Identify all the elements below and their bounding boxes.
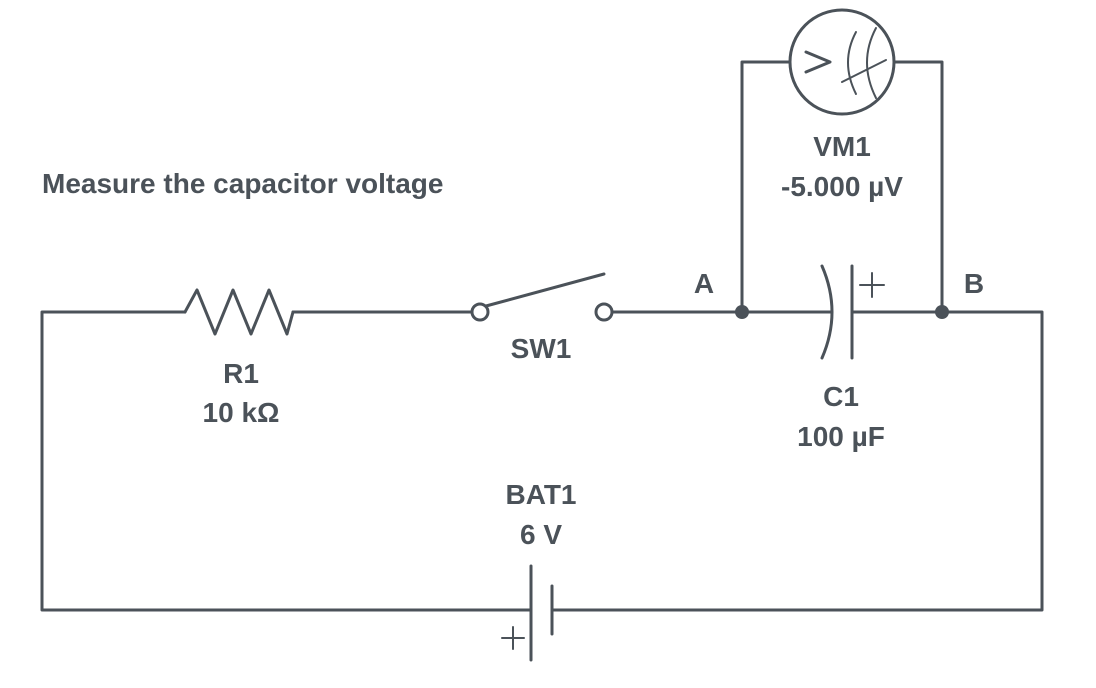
voltmeter-needle-icon (841, 59, 887, 83)
voltmeter-v-glyph (804, 50, 832, 74)
circuit-wires (40, 60, 1044, 612)
voltmeter-arc-inner (847, 31, 857, 95)
voltmeter-arc-outer (866, 27, 877, 99)
node-a-dot (735, 305, 749, 319)
node-a-label: A (694, 268, 714, 299)
diagram-title: Measure the capacitor voltage (42, 168, 443, 199)
voltmeter-name-label: VM1 (813, 131, 871, 162)
battery-value-label: 6 V (520, 519, 562, 550)
battery-name-label: BAT1 (505, 479, 576, 510)
capacitor-value-label: 100 µF (797, 421, 885, 452)
switch-lever-icon (484, 272, 606, 308)
node-a: A (694, 268, 749, 319)
wire-voltmeter-left (740, 60, 792, 314)
capacitor-c1[interactable]: C1 100 µF (797, 264, 885, 452)
switch-left-terminal (470, 302, 490, 322)
switch-sw1[interactable]: SW1 (470, 272, 614, 364)
node-b-label: B (964, 268, 984, 299)
capacitor-name-label: C1 (823, 381, 859, 412)
node-b-dot (935, 305, 949, 319)
capacitor-curved-plate-icon (820, 264, 834, 360)
wire-voltmeter-right (892, 60, 944, 314)
wire-left-loop (40, 310, 532, 612)
wire-right-loop (550, 310, 1044, 612)
battery-bat1[interactable]: BAT1 6 V (501, 479, 577, 662)
resistor-r1[interactable]: R1 10 kΩ (183, 288, 295, 428)
node-b: B (935, 268, 984, 319)
switch-name-label: SW1 (511, 333, 572, 364)
switch-right-terminal (594, 302, 614, 322)
voltmeter-reading-label: -5.000 µV (781, 171, 903, 202)
resistor-name-label: R1 (223, 358, 259, 389)
voltmeter-vm1[interactable]: VM1 -5.000 µV (781, 8, 903, 202)
resistor-zigzag-icon (183, 288, 295, 336)
resistor-value-label: 10 kΩ (203, 397, 280, 428)
voltmeter-dial-icon (788, 8, 896, 116)
